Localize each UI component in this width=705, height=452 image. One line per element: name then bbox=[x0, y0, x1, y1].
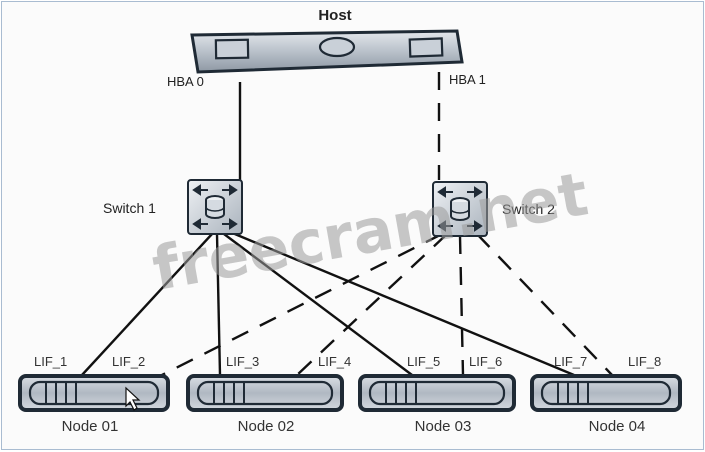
link-switch1-lif5 bbox=[223, 233, 413, 376]
host-indicator bbox=[318, 36, 356, 58]
host-device: Host bbox=[190, 7, 464, 74]
link-switch2-lif2 bbox=[161, 232, 443, 377]
switch1-database-icon bbox=[205, 195, 225, 219]
node-label: Node 01 bbox=[62, 418, 119, 435]
lif-label: LIF_8 bbox=[628, 354, 661, 369]
lif-label: LIF_2 bbox=[112, 354, 145, 369]
link-switch2-lif8 bbox=[476, 233, 613, 376]
link-switch1-lif7 bbox=[229, 230, 575, 377]
node-drive-slots bbox=[557, 383, 589, 403]
switch1-device bbox=[187, 179, 243, 235]
node-chassis bbox=[358, 374, 516, 412]
hba1-label: HBA 1 bbox=[449, 72, 486, 87]
node-drive-slots bbox=[385, 383, 417, 403]
node-03: LIF_5 LIF_6 Node 03 bbox=[358, 354, 516, 435]
lif-label: LIF_1 bbox=[34, 354, 67, 369]
node-bezel bbox=[196, 380, 334, 406]
connection-lines bbox=[81, 72, 613, 377]
link-switch1-lif3 bbox=[215, 233, 222, 376]
node-02: LIF_3 LIF_4 Node 02 bbox=[186, 354, 351, 435]
node-bezel bbox=[540, 380, 672, 406]
lif-label: LIF_5 bbox=[407, 354, 440, 369]
node-bezel bbox=[28, 380, 160, 406]
node-drive-slots bbox=[45, 383, 77, 403]
lif-label: LIF_7 bbox=[554, 354, 587, 369]
switch2-label: Switch 2 bbox=[502, 201, 555, 217]
node-label: Node 04 bbox=[589, 418, 646, 435]
switch2-database-icon bbox=[450, 197, 470, 221]
host-port-right bbox=[408, 37, 444, 58]
node-01: LIF_1 LIF_2 Node 01 bbox=[18, 354, 170, 435]
host-label: Host bbox=[318, 7, 351, 24]
node-bezel bbox=[368, 380, 506, 406]
link-switch2-lif4 bbox=[296, 233, 448, 376]
node-label: Node 02 bbox=[238, 418, 295, 435]
lif-label: LIF_6 bbox=[469, 354, 502, 369]
node-drive-slots bbox=[213, 383, 245, 403]
node-04: LIF_7 LIF_8 Node 04 bbox=[530, 354, 682, 435]
switch1-arrows-icon bbox=[192, 184, 238, 230]
link-switch2-lif6 bbox=[458, 235, 465, 376]
node-chassis bbox=[186, 374, 344, 412]
host-port-left bbox=[214, 38, 250, 60]
hba0-label: HBA 0 bbox=[167, 74, 204, 89]
mouse-cursor-icon bbox=[125, 386, 141, 411]
switch1-label: Switch 1 bbox=[103, 200, 156, 216]
node-label: Node 03 bbox=[415, 418, 472, 435]
lif-label: LIF_3 bbox=[226, 354, 259, 369]
switch2-arrows-icon bbox=[437, 186, 483, 232]
lif-label: LIF_4 bbox=[318, 354, 351, 369]
switch2-device bbox=[432, 181, 488, 237]
link-switch1-lif1 bbox=[81, 233, 213, 376]
